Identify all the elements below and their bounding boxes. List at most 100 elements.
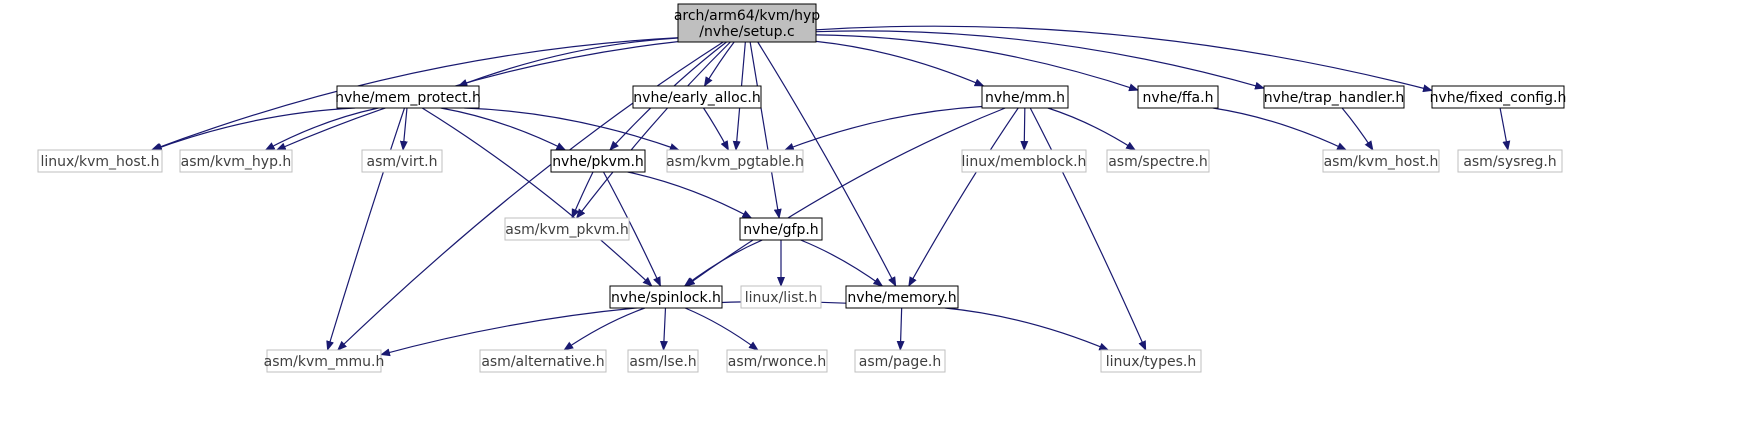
edge-spinlock-to-asm_lse (659, 307, 668, 351)
node-box (550, 149, 646, 173)
node-box (845, 285, 959, 309)
edge-fixed_config-to-asm_sysreg (1499, 107, 1511, 151)
edge-gfp-to-memory (800, 239, 884, 287)
node-label: asm/lse.h (629, 354, 696, 370)
node-label: nvhe/pkvm.h (552, 154, 644, 170)
node-label: /nvhe/setup.c (699, 24, 794, 40)
node-pkvm[interactable]: nvhe/pkvm.h (550, 149, 646, 173)
node-trap-handler[interactable]: nvhe/trap_handler.h (1263, 85, 1405, 109)
node-label: nvhe/memory.h (847, 290, 956, 306)
node-box (739, 217, 823, 241)
node-mem-protect[interactable]: nvhe/mem_protect.h (335, 85, 481, 109)
node-label: asm/sysreg.h (1463, 154, 1556, 170)
node-box (632, 85, 762, 109)
node-label: nvhe/mem_protect.h (335, 90, 481, 106)
node-box (479, 349, 607, 373)
node-label: linux/types.h (1106, 354, 1196, 370)
edge-root-to-memory (757, 41, 897, 287)
node-asm-sysreg: asm/sysreg.h (1457, 149, 1563, 173)
node-box (726, 349, 828, 373)
edge-memory-to-asm_page (896, 307, 905, 351)
edge-mem_protect-to-linux_kvm_host (151, 107, 356, 151)
node-early-alloc[interactable]: nvhe/early_alloc.h (632, 85, 762, 109)
node-box (504, 217, 630, 241)
node-fixed-config[interactable]: nvhe/fixed_config.h (1430, 85, 1567, 109)
node-root[interactable]: arch/arm64/kvm/hyp/nvhe/setup.c (674, 3, 820, 43)
node-spinlock[interactable]: nvhe/spinlock.h (609, 285, 723, 309)
node-label: asm/alternative.h (481, 354, 604, 370)
edge-mem_protect-to-spinlock (421, 107, 653, 287)
edge-memory-to-linux_types (944, 307, 1110, 351)
node-box (961, 149, 1087, 173)
edge-gfp-to-spinlock (683, 239, 763, 287)
edge-pkvm-to-spinlock (602, 171, 662, 287)
edge-mem_protect-to-pkvm (440, 107, 567, 151)
node-box (666, 149, 804, 173)
node-label: nvhe/mm.h (985, 90, 1065, 106)
node-box (1106, 149, 1210, 173)
node-layer: arch/arm64/kvm/hyp/nvhe/setup.c nvhe/mem_… (37, 3, 1567, 373)
edge-mem_protect-to-asm_kvm_mmu (326, 107, 406, 351)
edge-mm-to-linux_types (1029, 107, 1147, 351)
node-gfp[interactable]: nvhe/gfp.h (739, 217, 823, 241)
node-label: asm/kvm_mmu.h (264, 354, 385, 370)
node-box (677, 3, 817, 43)
node-box (854, 349, 946, 373)
edge-memory-to-asm_kvm_mmu (380, 300, 847, 357)
node-label: nvhe/early_alloc.h (633, 90, 760, 106)
node-box (1457, 149, 1563, 173)
node-label: nvhe/ffa.h (1143, 90, 1214, 106)
edge-root-to-gfp (749, 41, 782, 219)
edge-trap_handler-to-asm_kvm_host (1341, 107, 1374, 151)
edge-root-to-linux_kvm_host (150, 37, 679, 151)
node-box (336, 85, 480, 109)
node-mm[interactable]: nvhe/mm.h (981, 85, 1069, 109)
node-label: arch/arm64/kvm/hyp (674, 8, 820, 24)
edge-root-to-trap_handler (815, 30, 1265, 90)
edge-root-to-early_alloc (703, 41, 735, 87)
node-label: linux/kvm_host.h (40, 154, 159, 170)
edge-mem_protect-to-asm_virt (399, 107, 408, 151)
node-asm-rwonce: asm/rwonce.h (726, 349, 828, 373)
node-asm-lse: asm/lse.h (627, 349, 699, 373)
edge-mm-to-linux_memblock (1020, 107, 1029, 151)
node-label: nvhe/gfp.h (743, 222, 818, 238)
node-label: nvhe/trap_handler.h (1264, 90, 1405, 106)
node-label: nvhe/fixed_config.h (1430, 90, 1567, 106)
node-label: linux/memblock.h (962, 154, 1087, 170)
node-label: asm/rwonce.h (728, 354, 827, 370)
node-label: asm/virt.h (367, 154, 438, 170)
edge-mm-to-spinlock (684, 107, 1006, 287)
node-label: asm/spectre.h (1108, 154, 1208, 170)
node-asm-kvm-pkvm: asm/kvm_pkvm.h (504, 217, 630, 241)
node-asm-alternative: asm/alternative.h (479, 349, 607, 373)
node-box (981, 85, 1069, 109)
edge-spinlock-to-asm_rwonce (684, 307, 759, 351)
node-linux-kvm-host: linux/kvm_host.h (37, 149, 163, 173)
node-asm-page: asm/page.h (854, 349, 946, 373)
edge-ffa-to-asm_kvm_host (1212, 107, 1348, 151)
node-box (609, 285, 723, 309)
node-asm-kvm-pgtable: asm/kvm_pgtable.h (666, 149, 804, 173)
node-memory[interactable]: nvhe/memory.h (845, 285, 959, 309)
node-ffa[interactable]: nvhe/ffa.h (1137, 85, 1219, 109)
edge-layer (150, 25, 1511, 357)
node-box (740, 285, 822, 309)
node-label: asm/kvm_host.h (1324, 154, 1439, 170)
node-box (266, 349, 382, 373)
edge-root-to-mm (815, 40, 985, 87)
node-label: nvhe/spinlock.h (611, 290, 721, 306)
node-box (1137, 85, 1219, 109)
edge-pkvm-to-asm_kvm_pkvm (571, 171, 594, 219)
edge-mem_protect-to-asm_kvm_pgtable (464, 107, 680, 151)
node-asm-kvm-hyp: asm/kvm_hyp.h (179, 149, 293, 173)
node-box (1322, 149, 1440, 173)
node-box (361, 149, 443, 173)
edge-mm-to-asm_spectre (1047, 107, 1136, 151)
edge-root-to-ffa (815, 34, 1139, 92)
edge-root-to-fixed_config (815, 25, 1433, 93)
edge-root-to-mem_protect (457, 37, 679, 87)
node-box (1431, 85, 1565, 109)
edge-mm-to-memory (908, 107, 1019, 287)
